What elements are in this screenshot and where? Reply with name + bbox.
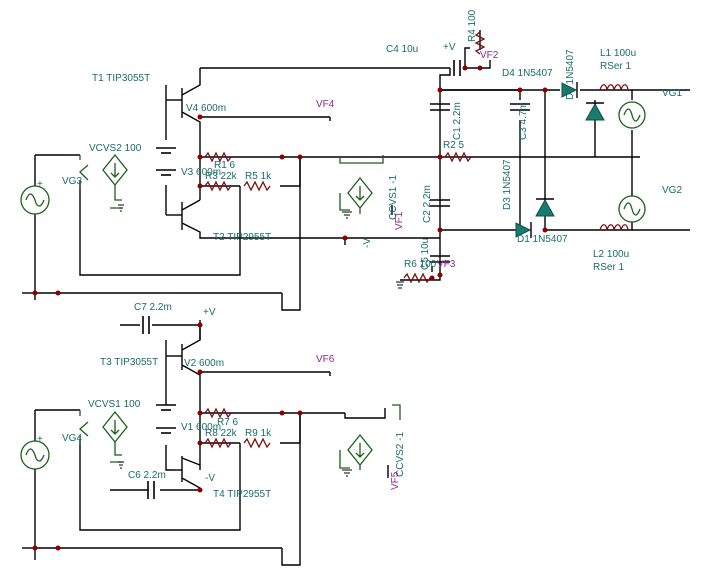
- label-vf4: VF4: [316, 99, 335, 110]
- label-c2: C2 2.2m: [422, 185, 433, 223]
- label-v4: V4 600m: [186, 103, 226, 114]
- capacitor-icon: [510, 103, 530, 111]
- label-vneg-bot: -V: [205, 473, 215, 484]
- capacitor-icon: [430, 103, 450, 111]
- diode-icon: [535, 198, 555, 217]
- ac-source-icon: [618, 101, 646, 129]
- resistor-icon: [243, 437, 271, 449]
- label-v1: V1 600m: [181, 422, 221, 433]
- capacitor-icon: [147, 481, 155, 499]
- label-vg1: VG1: [662, 88, 682, 99]
- ccvs-icon: [339, 155, 384, 214]
- diode-icon: [515, 222, 532, 238]
- ground-icon: [118, 204, 404, 289]
- label-vneg-top: -V: [362, 238, 373, 248]
- label-r2: R2 5: [443, 140, 465, 151]
- label-vg2: VG2: [662, 185, 682, 196]
- label-vg3: VG3: [62, 176, 82, 187]
- label-c7: C7 2.2m: [134, 302, 172, 313]
- svg-text:+: +: [37, 179, 43, 190]
- label-c5: C5 10u: [420, 238, 431, 270]
- label-t1: T1 TIP3055T: [92, 73, 150, 84]
- battery-icon: [156, 147, 176, 176]
- label-r4: R4 100: [467, 9, 478, 42]
- label-ccvs1: CCVS1 -1: [388, 175, 399, 220]
- npn-transistor-icon: [175, 88, 183, 118]
- label-v2: V2 600m: [184, 358, 224, 369]
- pnp-transistor-icon: [175, 456, 183, 482]
- bottom-amplifier: +: [20, 316, 401, 566]
- label-c6: C6 2.2m: [128, 470, 166, 481]
- resistor-icon: [474, 31, 486, 55]
- label-vf1: VF1: [394, 211, 405, 230]
- label-d1: D1 1N5407: [517, 234, 568, 245]
- ac-source-icon: +: [20, 434, 50, 470]
- resistor-icon: [204, 180, 232, 192]
- label-d2: D2 1N5407: [565, 49, 576, 100]
- resistor-icon: [204, 437, 232, 449]
- inductor-icon: [599, 224, 629, 231]
- resistor-icon: [204, 151, 232, 163]
- label-r6: R6 100: [404, 259, 437, 270]
- inductor-icon: [599, 84, 629, 91]
- junction-dots: [32, 322, 303, 551]
- capacitor-icon: [142, 316, 150, 334]
- vcvs-icon: [79, 410, 128, 463]
- ground-icon: [118, 461, 352, 477]
- label-l1: L1 100u: [600, 48, 636, 59]
- ac-source-icon: +: [20, 179, 50, 215]
- pnp-transistor-icon: [175, 202, 183, 230]
- label-vcvs2: VCVS2 100: [89, 143, 142, 154]
- label-l2-rser: RSer 1: [593, 262, 625, 273]
- probe-icon: [329, 372, 389, 478]
- label-l2: L2 100u: [593, 249, 629, 260]
- label-c3: C3 4.7m: [518, 102, 529, 140]
- junction-dots: [32, 65, 548, 296]
- probe-icon: [329, 117, 433, 272]
- label-c4: C4 10u: [386, 44, 418, 55]
- label-ccvs2: CCVS2 -1: [395, 432, 406, 477]
- label-r3: R3 22k: [205, 171, 238, 182]
- label-c1: C1 2.2m: [452, 102, 463, 140]
- component-labels: C4 10u +V R4 100 VF2 D4 1N5407 D2 1N5407…: [62, 9, 682, 500]
- label-vf2: VF2: [480, 50, 499, 61]
- label-r5: R5 1k: [245, 171, 272, 182]
- svg-text:+: +: [37, 434, 43, 445]
- resistor-icon: [444, 151, 472, 163]
- label-d3: D3 1N5407: [502, 159, 513, 210]
- top-amplifier: +: [20, 30, 690, 311]
- capacitor-icon: [453, 60, 461, 76]
- label-vcvs1: VCVS1 100: [88, 399, 141, 410]
- label-v3: V3 600m: [181, 167, 221, 178]
- label-t3: T3 TIP3055T: [100, 357, 158, 368]
- label-r8: R8 22k: [205, 428, 238, 439]
- resistor-icon: [204, 407, 232, 419]
- label-r1: R1 6: [214, 160, 236, 171]
- resistor-icon: [243, 180, 271, 192]
- label-r7: R7 6: [217, 417, 239, 428]
- resistor-icon: [403, 272, 431, 284]
- label-d4: D4 1N5407: [502, 68, 553, 79]
- label-t4: T4 TIP2955T: [213, 489, 271, 500]
- label-r9: R9 1k: [245, 428, 272, 439]
- diode-icon: [561, 82, 578, 98]
- capacitor-icon: [430, 199, 450, 207]
- ccvs-icon: [339, 404, 401, 470]
- diode-icon: [585, 102, 605, 121]
- label-t2: T2 TIP2955T: [213, 232, 271, 243]
- npn-transistor-icon: [175, 344, 183, 370]
- capacitor-icon: [430, 255, 450, 263]
- label-vpos-bot: +V: [203, 307, 216, 318]
- label-l1-rser: RSer 1: [600, 61, 632, 72]
- ac-source-icon: [618, 195, 646, 223]
- label-vpos-top: +V: [443, 42, 456, 53]
- label-vg4: VG4: [62, 433, 82, 444]
- vcvs-icon: [79, 153, 128, 209]
- battery-icon: [156, 404, 176, 434]
- label-vf5: VF5: [390, 471, 401, 490]
- label-vf3: VF3: [437, 259, 456, 270]
- label-vf6: VF6: [316, 354, 335, 365]
